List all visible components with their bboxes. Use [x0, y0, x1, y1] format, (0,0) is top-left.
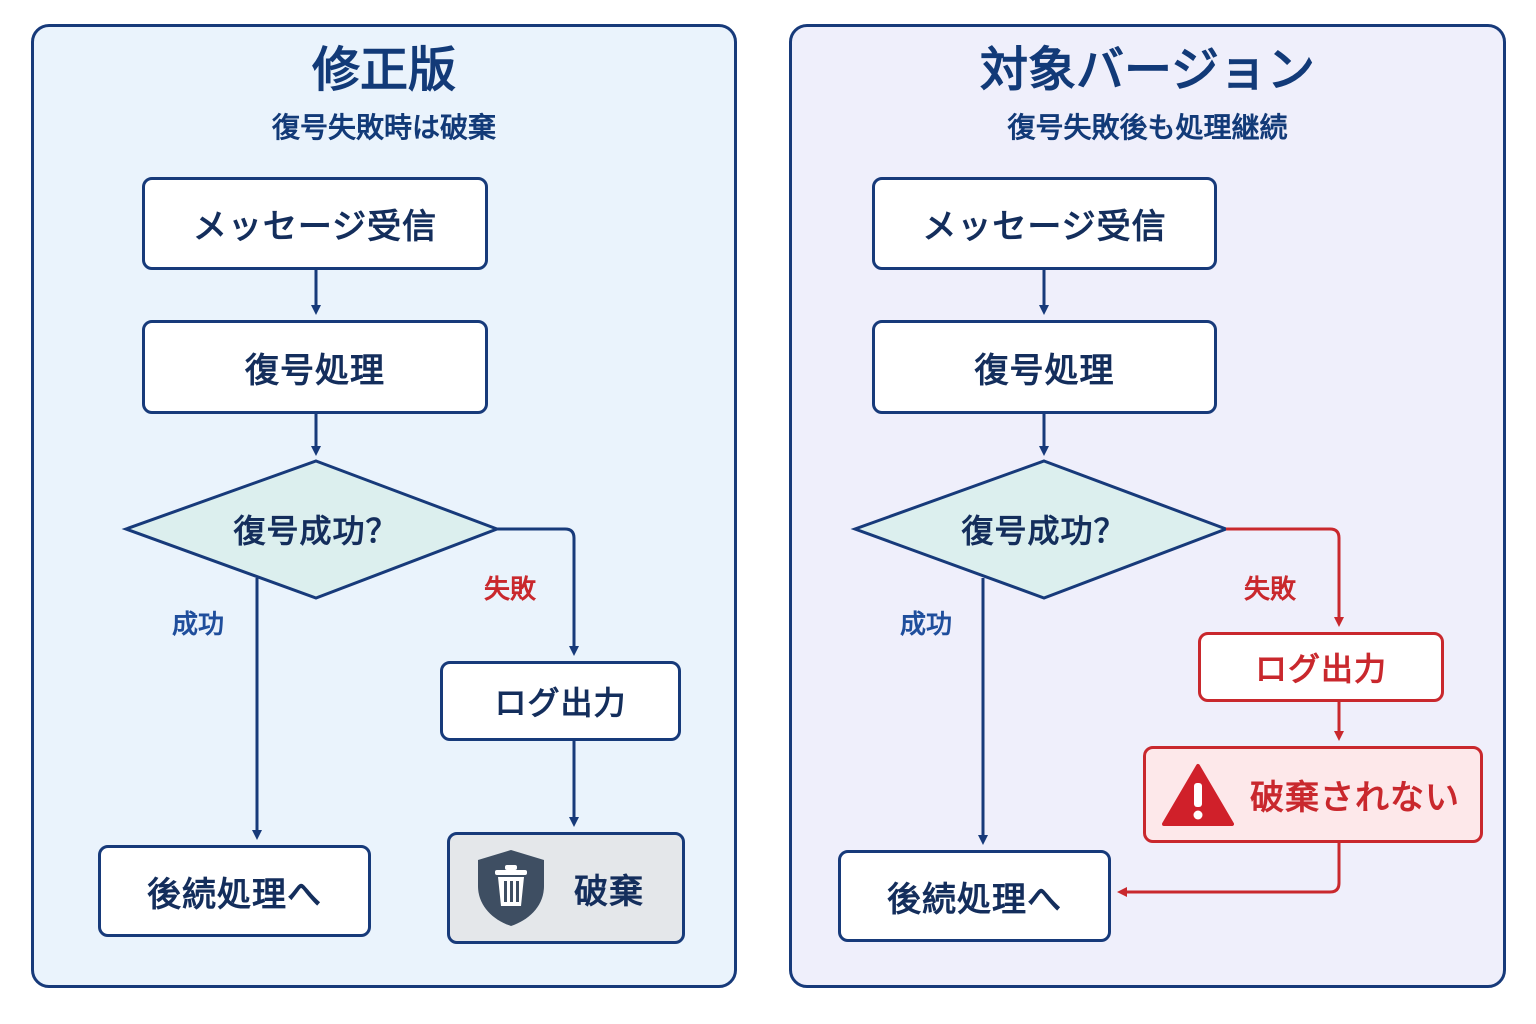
- target-version-title: 対象バージョン: [979, 42, 1316, 98]
- right-log-box: ログ出力: [1198, 632, 1444, 702]
- trash-shield-icon: [474, 848, 548, 928]
- right-not-discarded-box: 破棄されない: [1143, 746, 1483, 843]
- warning-triangle-icon: [1162, 763, 1234, 827]
- left-success-label: 成功: [172, 610, 225, 640]
- right-decrypt-box: 復号処理: [872, 320, 1217, 414]
- right-arrow-failure: [1226, 527, 1344, 627]
- fixed-version-title: 修正版: [311, 42, 456, 98]
- right-next-box: 後続処理へ: [838, 850, 1111, 942]
- right-decision-diamond: [850, 459, 1231, 600]
- left-discard-label: 破棄: [574, 871, 644, 912]
- left-next-box: 後続処理へ: [98, 845, 371, 937]
- right-receive-box: メッセージ受信: [872, 177, 1217, 270]
- right-decision-label: 復号成功？: [961, 512, 1127, 550]
- right-not-discarded-label: 破棄されない: [1250, 778, 1460, 818]
- left-arrow-failure: [497, 527, 579, 656]
- left-decrypt-box: 復号処理: [142, 320, 488, 414]
- target-version-subtitle: 復号失敗後も処理継続: [1007, 111, 1288, 144]
- right-success-label: 成功: [900, 610, 953, 640]
- left-receive-box: メッセージ受信: [142, 177, 488, 270]
- left-decision-diamond: [121, 459, 502, 600]
- left-decision-label: 復号成功？: [233, 512, 399, 550]
- fixed-version-subtitle: 復号失敗時は破棄: [271, 111, 496, 144]
- left-log-box: ログ出力: [440, 661, 681, 741]
- left-failure-label: 失敗: [484, 575, 537, 605]
- right-failure-label: 失敗: [1244, 575, 1297, 605]
- right-arrow-continue-to-next: [1117, 843, 1341, 897]
- left-discard-box: 破棄: [447, 832, 685, 944]
